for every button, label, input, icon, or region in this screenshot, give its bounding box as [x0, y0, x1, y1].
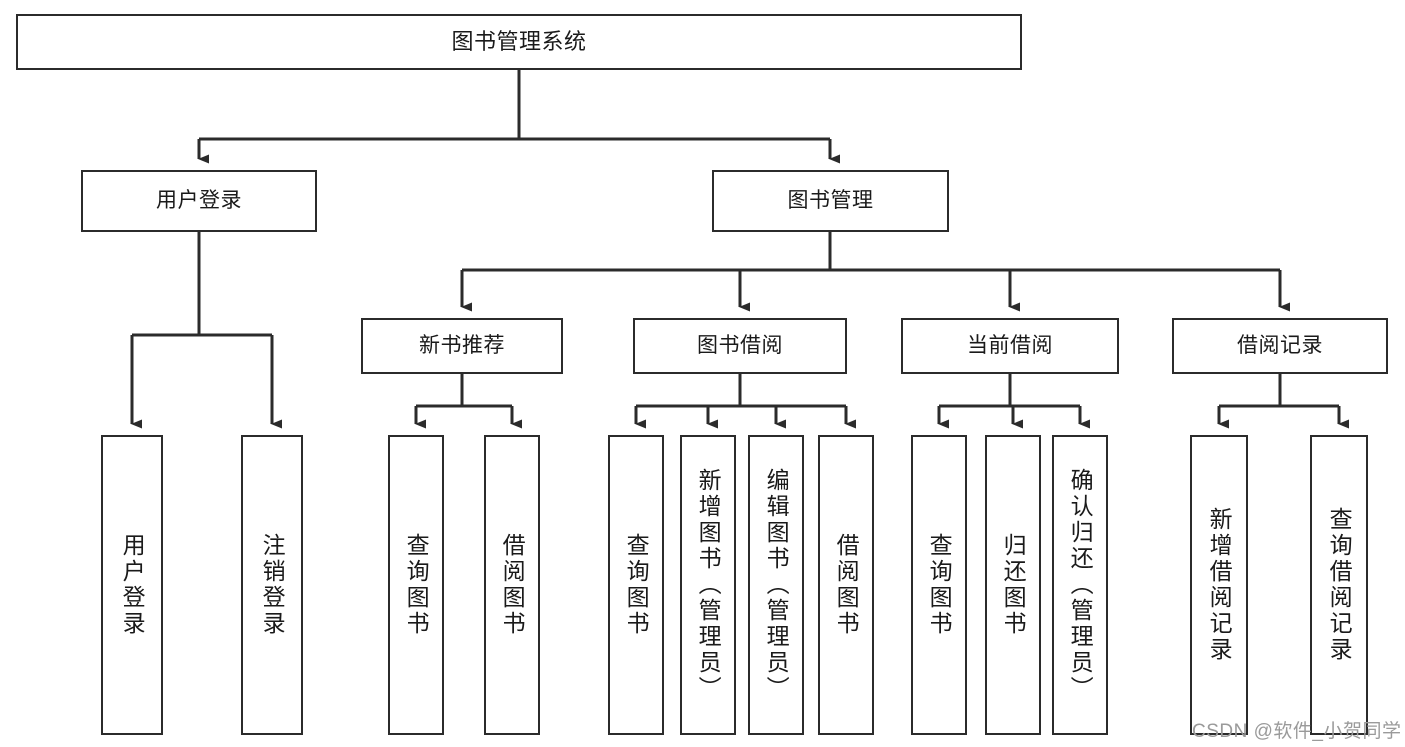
node-label: 编辑图书（管理员） — [763, 468, 790, 702]
node-leaf-user-login[interactable]: 用户登录 — [101, 435, 163, 735]
node-book-borrow[interactable]: 图书借阅 — [633, 318, 847, 374]
node-label: 查询图书 — [623, 533, 650, 637]
node-leaf-borrow-book-1[interactable]: 借阅图书 — [484, 435, 540, 735]
node-label: 借阅记录 — [1237, 333, 1323, 357]
node-leaf-confirm-return[interactable]: 确认归还（管理员） — [1052, 435, 1108, 735]
node-user-login[interactable]: 用户登录 — [81, 170, 317, 232]
node-leaf-logout[interactable]: 注销登录 — [241, 435, 303, 735]
node-label: 注销登录 — [259, 533, 286, 637]
node-label: 用户登录 — [156, 188, 242, 212]
node-leaf-add-book[interactable]: 新增图书（管理员） — [680, 435, 736, 735]
node-leaf-return-book[interactable]: 归还图书 — [985, 435, 1041, 735]
node-leaf-edit-book[interactable]: 编辑图书（管理员） — [748, 435, 804, 735]
node-label: 归还图书 — [1000, 533, 1027, 637]
node-leaf-add-record[interactable]: 新增借阅记录 — [1190, 435, 1248, 735]
node-label: 图书管理系统 — [451, 29, 587, 55]
node-label: 图书借阅 — [697, 333, 783, 357]
node-label: 查询借阅记录 — [1326, 507, 1353, 663]
node-leaf-query-record[interactable]: 查询借阅记录 — [1310, 435, 1368, 735]
node-label: 新书推荐 — [419, 333, 505, 357]
node-current-borrow[interactable]: 当前借阅 — [901, 318, 1119, 374]
node-label: 查询图书 — [926, 533, 953, 637]
node-label: 确认归还（管理员） — [1067, 468, 1094, 702]
node-new-book-recommend[interactable]: 新书推荐 — [361, 318, 563, 374]
node-label: 用户登录 — [119, 533, 146, 637]
node-label: 查询图书 — [403, 533, 430, 637]
watermark-text: CSDN @软件_小贺同学 — [1192, 721, 1402, 742]
node-label: 新增图书（管理员） — [695, 468, 722, 702]
node-label: 借阅图书 — [499, 533, 526, 637]
node-root-main[interactable]: 图书管理系统 — [16, 14, 1022, 70]
node-borrow-record[interactable]: 借阅记录 — [1172, 318, 1388, 374]
node-book-manage[interactable]: 图书管理 — [712, 170, 949, 232]
node-label: 图书管理 — [787, 188, 874, 212]
node-label: 借阅图书 — [833, 533, 860, 637]
node-leaf-borrow-book-2[interactable]: 借阅图书 — [818, 435, 874, 735]
node-leaf-query-book-1[interactable]: 查询图书 — [388, 435, 444, 735]
node-label: 当前借阅 — [967, 333, 1053, 357]
node-leaf-query-book-3[interactable]: 查询图书 — [911, 435, 967, 735]
node-label: 新增借阅记录 — [1206, 507, 1233, 663]
node-leaf-query-book-2[interactable]: 查询图书 — [608, 435, 664, 735]
